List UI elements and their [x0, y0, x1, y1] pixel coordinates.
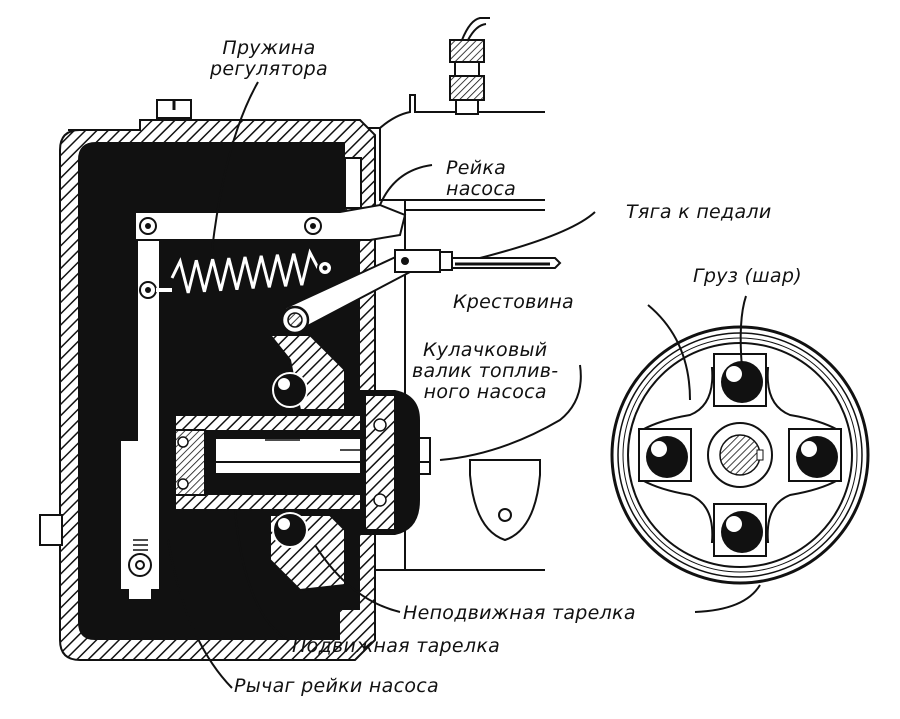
label-movable-plate: Подвижная тарелка	[292, 635, 501, 657]
label-rack-lever: Рычаг рейки насоса	[234, 675, 439, 697]
label-fixed-plate: Неподвижная тарелка	[403, 602, 636, 624]
leader-fixed-plate	[314, 544, 401, 613]
pedal-link-arm	[280, 249, 562, 335]
ball-highlight	[651, 441, 667, 457]
ball-highlight	[726, 366, 742, 382]
label-governor-spring: Пружина регулятора	[210, 37, 328, 80]
pump-rack	[134, 203, 407, 241]
leader-ball	[739, 295, 747, 369]
label-spider: Крестовина	[453, 291, 574, 313]
injector-fitting	[449, 17, 490, 115]
engine-bracket	[469, 459, 541, 542]
leader-spider	[647, 304, 691, 401]
leader-lines	[167, 81, 761, 689]
label-pedal-rod: Тяга к педали	[626, 201, 772, 223]
leader-movable-plate	[234, 509, 289, 641]
end-view-disc	[610, 325, 870, 585]
governor-spring	[139, 248, 333, 299]
end-view-balls	[638, 353, 842, 557]
label-pump-rack: Рейка насоса	[446, 157, 517, 200]
label-camshaft: Кулачковый валик топлив- ного насоса	[412, 339, 559, 403]
leader-pedal	[479, 211, 596, 259]
leader-spring	[211, 81, 259, 251]
ball-highlight	[801, 441, 817, 457]
weight-ball	[646, 436, 688, 478]
ball-highlight	[726, 516, 742, 532]
leader-camshaft	[439, 364, 582, 461]
rack-lever	[119, 239, 161, 601]
centrifugal-assembly	[174, 334, 431, 592]
leader-rack	[379, 164, 433, 206]
leader-rack-lever	[167, 539, 233, 689]
label-weight-ball: Груз (шар)	[693, 265, 802, 287]
leader-fixed-plate-end	[694, 584, 761, 613]
weight-ball	[796, 436, 838, 478]
weight-ball	[721, 511, 763, 553]
